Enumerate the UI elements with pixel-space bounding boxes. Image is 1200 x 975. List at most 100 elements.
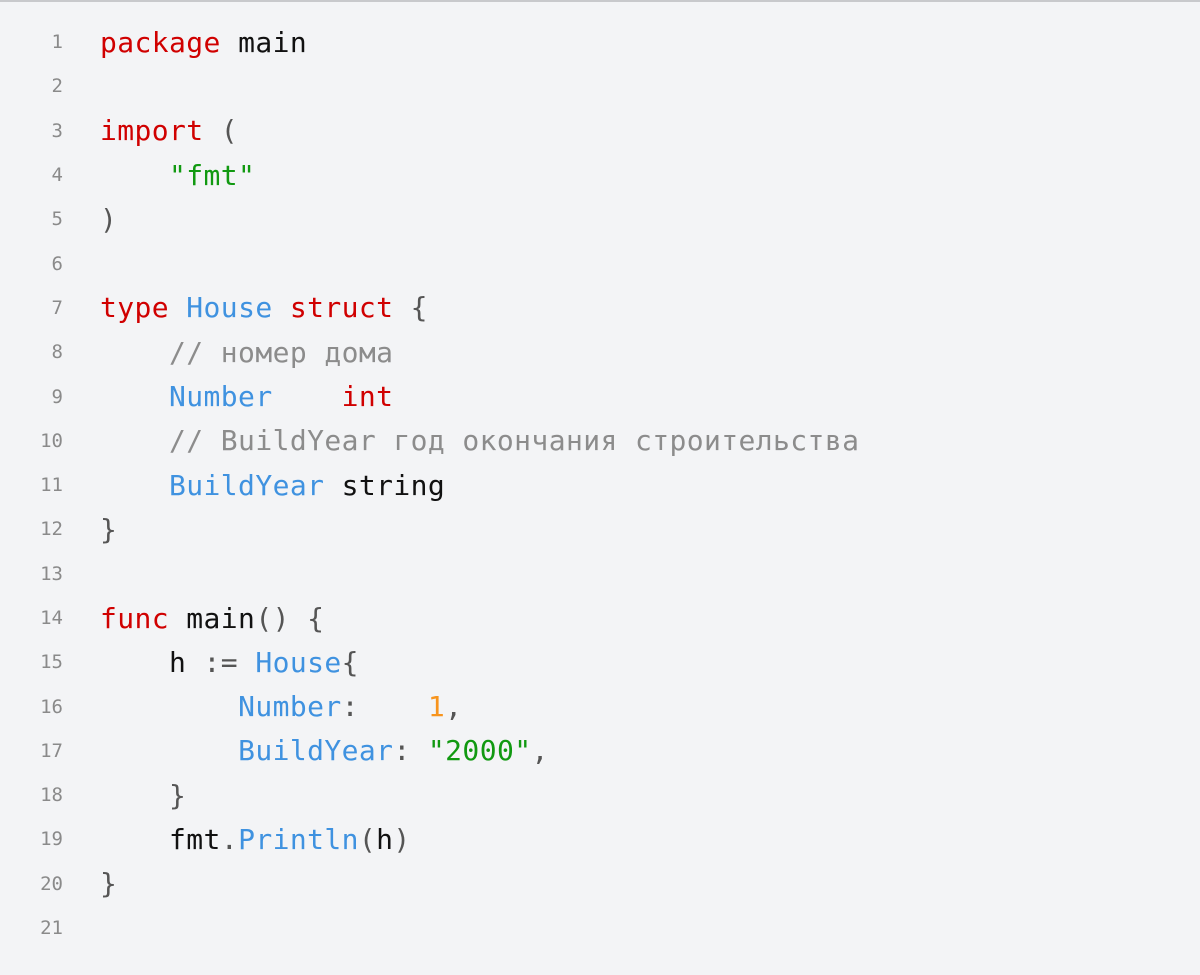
code-line: 1 package main xyxy=(0,20,1200,64)
code-token: struct xyxy=(289,291,394,325)
code-token: } xyxy=(100,867,118,901)
line-number: 15 xyxy=(40,651,63,674)
code-text: } xyxy=(100,779,186,812)
code-token: ( xyxy=(203,114,239,148)
code-token: h xyxy=(100,645,204,679)
code-token xyxy=(238,646,255,679)
line-number: 19 xyxy=(40,828,63,851)
code-token: main xyxy=(220,25,308,59)
code-text: h := House{ xyxy=(100,646,359,679)
code-token: "fmt" xyxy=(169,158,256,192)
code-token xyxy=(100,469,169,502)
code-token: () { xyxy=(255,601,325,635)
line-number: 5 xyxy=(51,208,63,231)
code-line: 9 Number int xyxy=(0,374,1200,418)
code-token: { xyxy=(341,645,359,679)
line-number: 20 xyxy=(40,872,63,895)
code-token xyxy=(100,380,169,413)
code-token xyxy=(359,690,428,723)
code-token: Number xyxy=(238,690,342,724)
code-text: } xyxy=(100,513,117,546)
code-token: } xyxy=(169,778,187,812)
code-line: 11 BuildYear string xyxy=(0,463,1200,507)
line-number: 14 xyxy=(40,607,63,629)
line-number: 9 xyxy=(51,385,63,408)
code-token: string xyxy=(324,468,446,502)
code-text: package main xyxy=(100,26,307,59)
code-line: 2 xyxy=(0,64,1200,108)
line-number: 12 xyxy=(40,518,63,541)
code-text: func main() { xyxy=(100,602,324,635)
code-token: h xyxy=(376,822,394,856)
code-token xyxy=(273,291,290,324)
code-line: 16 Number: 1, xyxy=(0,684,1200,728)
code-token: fmt xyxy=(100,822,221,856)
code-token: House xyxy=(255,645,342,679)
code-token: , xyxy=(531,734,549,768)
code-token: House xyxy=(186,291,273,325)
code-line: 13 xyxy=(0,552,1200,596)
code-token: // BuildYear год окончания строительства xyxy=(169,424,860,458)
code-line: 17 BuildYear: "2000", xyxy=(0,729,1200,773)
line-number: 18 xyxy=(40,784,63,807)
code-token: package xyxy=(100,25,221,59)
code-text: Number int xyxy=(100,380,393,413)
code-token xyxy=(169,291,186,324)
code-token: Number xyxy=(169,380,273,414)
code-token: := xyxy=(203,645,239,679)
code-token: } xyxy=(100,512,118,546)
line-number: 21 xyxy=(40,917,63,940)
line-number: 10 xyxy=(40,429,63,452)
code-token: 1 xyxy=(427,690,446,724)
code-text: Number: 1, xyxy=(100,690,462,723)
code-token: { xyxy=(393,291,428,325)
code-text: // номер дома xyxy=(100,336,393,369)
code-token: ( xyxy=(358,822,377,856)
code-line: 15 h := House{ xyxy=(0,640,1200,684)
code-text: "fmt" xyxy=(100,159,255,192)
code-token: import xyxy=(100,114,204,148)
code-token xyxy=(100,690,238,723)
code-token: : xyxy=(393,734,411,768)
code-token xyxy=(100,336,169,369)
code-line: 14 func main() { xyxy=(0,596,1200,640)
code-token: func xyxy=(100,601,170,635)
code-token: type xyxy=(100,291,170,325)
code-token xyxy=(100,734,238,767)
code-line: 4 "fmt" xyxy=(0,153,1200,197)
code-token: "2000" xyxy=(427,734,532,768)
code-token xyxy=(100,159,169,192)
code-token: BuildYear xyxy=(169,468,325,502)
code-token: main xyxy=(169,601,256,635)
code-line: 12} xyxy=(0,507,1200,551)
line-number: 2 xyxy=(51,75,63,98)
code-text: type House struct { xyxy=(100,291,428,324)
line-number: 16 xyxy=(40,695,63,718)
code-line: 18 } xyxy=(0,773,1200,817)
code-text: } xyxy=(100,867,117,900)
line-number: 13 xyxy=(40,562,63,585)
line-number: 11 xyxy=(40,474,63,497)
code-token: . xyxy=(220,822,239,856)
code-text: ) xyxy=(100,203,117,236)
code-token xyxy=(273,380,342,413)
code-line: 3 import ( xyxy=(0,109,1200,153)
line-number: 7 xyxy=(51,296,63,319)
code-token: BuildYear xyxy=(238,734,394,768)
code-text: // BuildYear год окончания строительства xyxy=(100,424,859,457)
code-line: 7 type House struct { xyxy=(0,286,1200,330)
line-number: 17 xyxy=(40,739,63,762)
line-number: 6 xyxy=(51,252,63,275)
code-token xyxy=(411,734,428,767)
line-number: 3 xyxy=(51,119,63,142)
line-number: 8 xyxy=(51,341,63,364)
code-token xyxy=(100,779,169,812)
line-number: 4 xyxy=(51,164,63,187)
code-text: fmt.Println(h) xyxy=(100,823,411,856)
line-number: 1 xyxy=(51,31,63,54)
code-line: 21 xyxy=(0,906,1200,950)
code-line: 8 // номер дома xyxy=(0,330,1200,374)
code-line: 10 // BuildYear год окончания строительс… xyxy=(0,419,1200,463)
code-token: , xyxy=(445,690,463,724)
